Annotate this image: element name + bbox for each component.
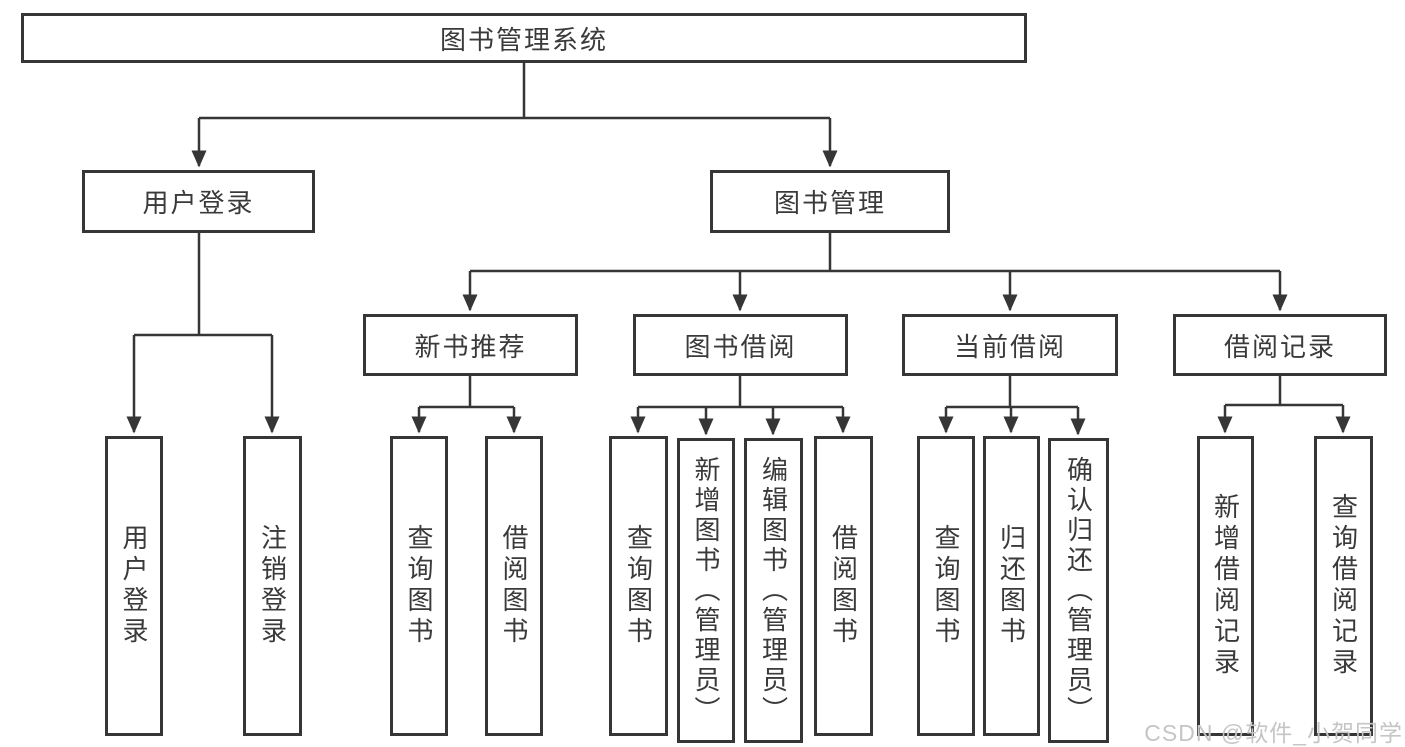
leaf-logout: 注销登录 xyxy=(243,436,302,736)
connector-lines xyxy=(126,63,1351,436)
leaf-user-login-label: 用户登录 xyxy=(119,524,149,648)
node-user-login-label: 用户登录 xyxy=(142,188,255,218)
node-borrow-records: 借阅记录 xyxy=(1173,314,1387,376)
leaf-query-books-recommend: 查询图书 xyxy=(390,436,448,736)
leaf-add-book-admin: 新增图书（管理员） xyxy=(677,438,735,743)
leaf-query-borrow-record-label: 查询借阅记录 xyxy=(1328,493,1359,679)
node-root: 图书管理系统 xyxy=(21,13,1027,63)
leaf-borrow-books-borrow-label: 借阅图书 xyxy=(828,524,859,648)
watermark-text: CSDN @软件_小贺同学 xyxy=(1144,720,1403,746)
leaf-confirm-return-admin-label: 确认归还（管理员） xyxy=(1063,455,1094,726)
leaf-user-login: 用户登录 xyxy=(105,436,163,736)
leaf-return-book-label: 归还图书 xyxy=(996,524,1027,648)
node-root-label: 图书管理系统 xyxy=(439,24,608,55)
leaf-edit-book-admin: 编辑图书（管理员） xyxy=(744,438,803,743)
leaf-query-books-borrow: 查询图书 xyxy=(609,436,668,736)
node-book-borrow-label: 图书借阅 xyxy=(684,331,797,362)
leaf-edit-book-admin-label: 编辑图书（管理员） xyxy=(758,455,789,726)
leaf-confirm-return-admin: 确认归还（管理员） xyxy=(1048,438,1109,743)
leaf-borrow-books-borrow: 借阅图书 xyxy=(814,436,873,736)
node-new-book-recommend: 新书推荐 xyxy=(363,314,578,376)
leaf-borrow-books-recommend-label: 借阅图书 xyxy=(499,524,529,648)
leaf-add-borrow-record: 新增借阅记录 xyxy=(1197,436,1254,736)
leaf-query-books-borrow-label: 查询图书 xyxy=(623,524,654,648)
node-book-management-label: 图书管理 xyxy=(773,188,886,218)
leaf-query-books-recommend-label: 查询图书 xyxy=(404,524,434,648)
leaf-add-book-admin-label: 新增图书（管理员） xyxy=(691,455,721,726)
leaf-return-book: 归还图书 xyxy=(983,436,1040,736)
node-book-management: 图书管理 xyxy=(710,170,950,233)
leaf-add-borrow-record-label: 新增借阅记录 xyxy=(1210,493,1241,679)
leaf-query-books-current-label: 查询图书 xyxy=(931,524,961,648)
node-new-book-recommend-label: 新书推荐 xyxy=(414,331,527,362)
node-current-borrow: 当前借阅 xyxy=(902,314,1118,376)
leaf-query-borrow-record: 查询借阅记录 xyxy=(1314,436,1373,736)
leaf-logout-label: 注销登录 xyxy=(257,524,288,648)
leaf-query-books-current: 查询图书 xyxy=(917,436,975,736)
node-current-borrow-label: 当前借阅 xyxy=(953,331,1066,362)
node-user-login: 用户登录 xyxy=(82,170,315,233)
node-book-borrow: 图书借阅 xyxy=(633,314,848,376)
leaf-borrow-books-recommend: 借阅图书 xyxy=(485,436,543,736)
node-borrow-records-label: 借阅记录 xyxy=(1223,331,1336,362)
